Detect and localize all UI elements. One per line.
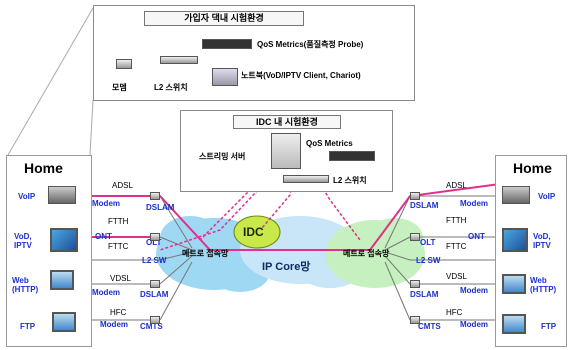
left-home-title: Home bbox=[24, 160, 63, 176]
right-voip-phone-icon bbox=[502, 186, 530, 204]
right-voip-label: VoIP bbox=[538, 192, 556, 201]
right-ftp-label: FTP bbox=[541, 322, 557, 331]
left-ftp-pc-icon bbox=[52, 312, 76, 332]
metro-right-label: 메트로 접속망 bbox=[343, 249, 390, 258]
right-adsl-label: ADSL bbox=[446, 181, 467, 190]
left-cmts-label: CMTS bbox=[140, 322, 163, 331]
notebook-label: 노트북(VoD/IPTV Client, Chariot) bbox=[241, 71, 361, 80]
right-modem1-label: Modem bbox=[460, 199, 488, 208]
left-dslam2-label: DSLAM bbox=[140, 290, 169, 299]
right-ont-label: ONT bbox=[468, 232, 485, 241]
modem-label: 모뎀 bbox=[112, 83, 127, 92]
qos-probe-device bbox=[202, 39, 252, 49]
right-vdsl-label: VDSL bbox=[446, 272, 467, 281]
right-iptv-screen-icon bbox=[502, 228, 528, 252]
left-modem3-label: Modem bbox=[100, 320, 128, 329]
subscriber-test-env-box: 가입자 댁내 시험환경 QoS Metrics(품질측정 Probe) 노트북(… bbox=[93, 5, 415, 101]
right-dslam2-label: DSLAM bbox=[410, 290, 439, 299]
streaming-server-device bbox=[271, 133, 301, 169]
right-dslam1-label: DSLAM bbox=[410, 201, 439, 210]
left-modem2-label: Modem bbox=[92, 288, 120, 297]
idc-qos-metrics-label: QoS Metrics bbox=[306, 139, 353, 148]
right-fttc-label: FTTC bbox=[446, 242, 467, 251]
left-fttc-label: FTTC bbox=[108, 242, 129, 251]
right-hfc-label: HFC bbox=[446, 308, 463, 317]
left-dslam1-device bbox=[150, 192, 160, 200]
left-web-label: Web (HTTP) bbox=[12, 276, 39, 294]
idc-qos-device bbox=[329, 151, 375, 161]
modem-device bbox=[116, 59, 132, 69]
right-modem3-label: Modem bbox=[460, 320, 488, 329]
left-dslam2-device bbox=[150, 280, 160, 288]
left-hfc-label: HFC bbox=[110, 308, 127, 317]
idc-label: IDC bbox=[243, 225, 264, 239]
left-voip-label: VoIP bbox=[18, 192, 36, 201]
notebook-device bbox=[212, 68, 238, 86]
streaming-server-label: 스트리밍 서버 bbox=[199, 152, 246, 161]
qos-metrics-probe-label: QoS Metrics(품질측정 Probe) bbox=[257, 40, 364, 49]
idc-test-env-box: IDC 내 시험환경 QoS Metrics 스트리밍 서버 L2 스위치 bbox=[180, 110, 393, 192]
right-olt-label: OLT bbox=[420, 238, 436, 247]
right-web-label: Web (HTTP) bbox=[530, 276, 557, 294]
left-web-pc-icon bbox=[50, 270, 74, 290]
left-home-box bbox=[6, 155, 92, 347]
right-web-pc-icon bbox=[502, 274, 526, 294]
left-ont-label: ONT bbox=[95, 232, 112, 241]
left-iptv-screen-icon bbox=[50, 228, 78, 252]
left-l2sw-label: L2 SW bbox=[142, 256, 167, 265]
ip-core-label: IP Core망 bbox=[262, 261, 311, 273]
right-ftth-label: FTTH bbox=[446, 216, 467, 225]
left-vdsl-label: VDSL bbox=[110, 274, 131, 283]
right-l2sw-label: L2 SW bbox=[416, 256, 441, 265]
subscriber-test-env-title: 가입자 댁내 시험환경 bbox=[144, 11, 304, 26]
right-ftp-pc-icon bbox=[502, 314, 526, 334]
left-adsl-label: ADSL bbox=[112, 181, 133, 190]
idc-oval bbox=[233, 215, 281, 249]
idc-l2-switch-label: L2 스위치 bbox=[333, 176, 367, 185]
right-modem2-label: Modem bbox=[460, 286, 488, 295]
left-ftp-label: FTP bbox=[20, 322, 36, 331]
idc-test-env-title: IDC 내 시험환경 bbox=[233, 115, 341, 129]
right-cmts-device bbox=[410, 316, 420, 324]
right-vod-iptv-label: VoD, IPTV bbox=[533, 232, 551, 250]
left-voip-phone-icon bbox=[48, 186, 76, 204]
l2-switch-label: L2 스위치 bbox=[154, 83, 188, 92]
metro-left-label: 메트로 접속망 bbox=[182, 249, 229, 258]
left-dslam1-label: DSLAM bbox=[146, 203, 175, 212]
idc-l2-switch-device bbox=[283, 175, 329, 183]
left-ftth-label: FTTH bbox=[108, 217, 129, 226]
right-olt-device bbox=[410, 233, 420, 241]
l2-switch-device bbox=[160, 56, 198, 64]
right-home-title: Home bbox=[513, 160, 552, 176]
right-dslam2-device bbox=[410, 280, 420, 288]
left-olt-device bbox=[150, 233, 160, 241]
left-modem1-label: Modem bbox=[92, 199, 120, 208]
left-cmts-device bbox=[150, 316, 160, 324]
left-olt-label: OLT bbox=[146, 238, 162, 247]
right-dslam1-device bbox=[410, 192, 420, 200]
right-cmts-label: CMTS bbox=[418, 322, 441, 331]
left-vod-iptv-label: VoD, IPTV bbox=[14, 232, 32, 250]
